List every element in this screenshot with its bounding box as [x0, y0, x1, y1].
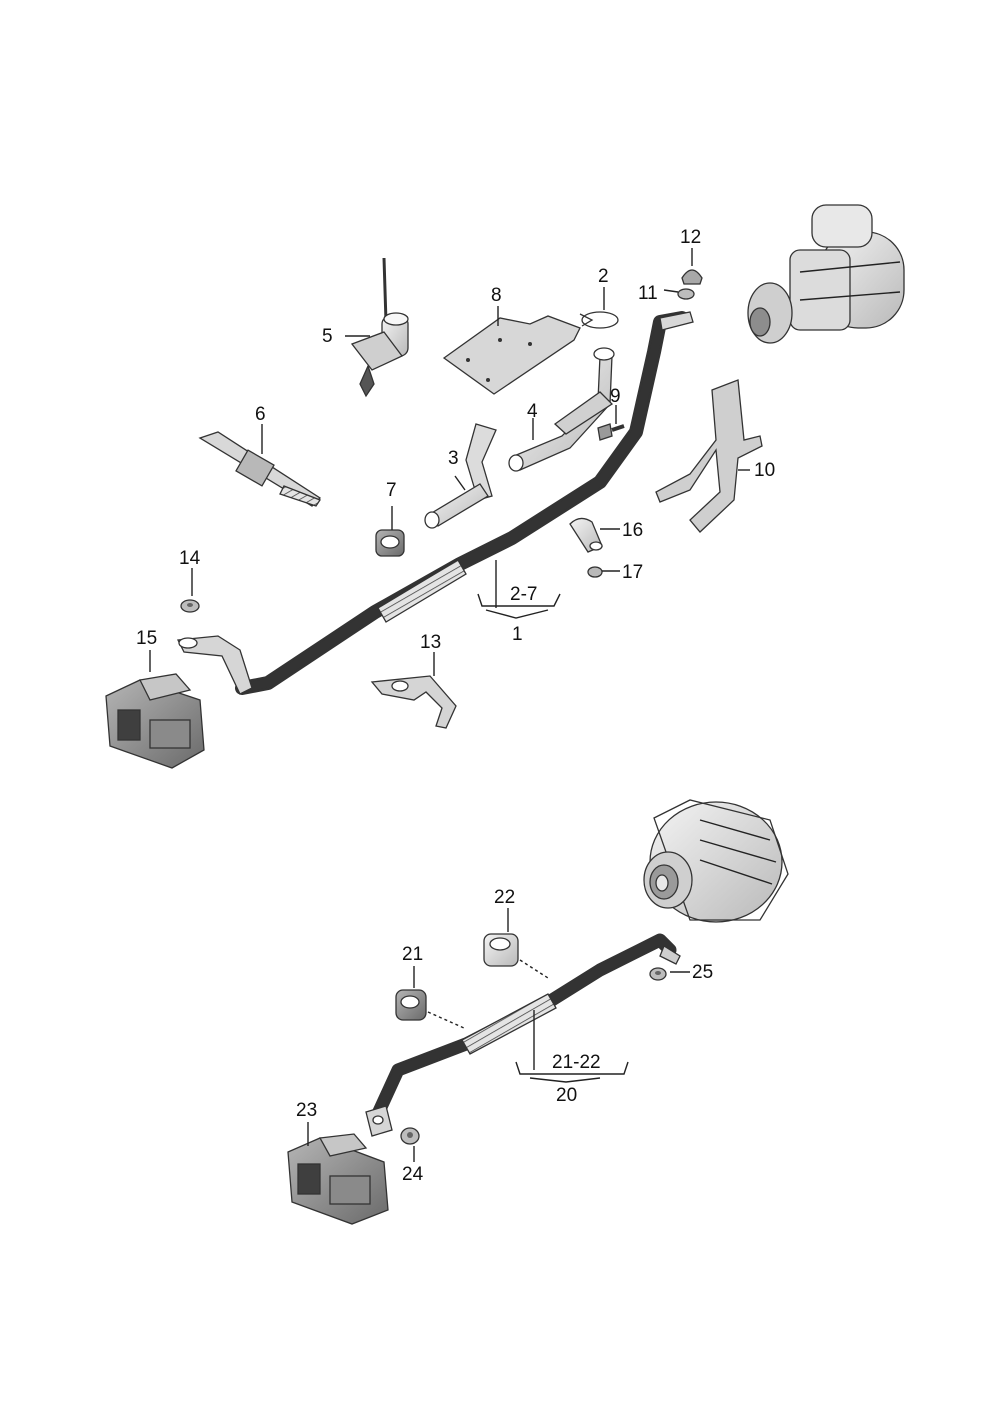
label-part-21: 21 [402, 944, 423, 965]
label-part-16: 16 [622, 520, 643, 541]
label-part-22: 22 [494, 887, 515, 908]
clip-part-22 [483, 933, 549, 979]
alternator-cable [365, 933, 681, 1137]
plate-part-8 [442, 315, 581, 395]
bracket-part-4 [508, 347, 615, 472]
label-part-10: 10 [754, 460, 775, 481]
label-part-5: 5 [322, 326, 333, 347]
holder-part-5 [350, 257, 409, 398]
label-part-15: 15 [136, 628, 157, 649]
label-part-4: 4 [527, 401, 538, 422]
alternator [643, 799, 789, 923]
clamp-part-16 [569, 517, 603, 553]
label-part-6: 6 [255, 404, 266, 425]
battery-cable-main [176, 311, 694, 695]
cable-tie-part-6 [198, 431, 322, 507]
label-range-21-22: 21-22 [552, 1052, 601, 1073]
terminal-box-part-15 [105, 673, 205, 769]
label-part-9: 9 [610, 386, 621, 407]
clip-part-7 [375, 529, 405, 557]
label-part-11: 11 [638, 283, 658, 304]
label-part-8: 8 [491, 285, 502, 306]
label-part-12: 12 [680, 227, 701, 248]
terminal-box-part-23 [287, 1133, 389, 1225]
starter-motor [747, 204, 905, 344]
bracket-part-10 [655, 379, 763, 533]
nut-part-17 [587, 566, 603, 578]
leader-lines-lower [307, 908, 690, 1162]
washer-part-11 [677, 288, 695, 300]
clip-part-2 [579, 311, 619, 329]
label-part-23: 23 [296, 1100, 317, 1121]
label-part-13: 13 [420, 632, 441, 653]
bracket-part-3 [424, 423, 497, 529]
label-part-3: 3 [448, 448, 459, 469]
label-range-2-7: 2-7 [510, 584, 537, 605]
label-part-25: 25 [692, 962, 713, 983]
label-part-7: 7 [386, 480, 397, 501]
label-part-17: 17 [622, 562, 643, 583]
leader-lines-upper [149, 248, 750, 676]
bracket-part-13 [370, 675, 457, 729]
clip-part-21 [395, 989, 465, 1029]
nut-part-24 [400, 1127, 420, 1145]
nut-part-14 [180, 599, 200, 613]
label-part-24: 24 [402, 1164, 424, 1185]
label-part-1: 1 [512, 624, 523, 645]
label-part-20: 20 [556, 1085, 577, 1106]
label-part-2: 2 [598, 266, 609, 287]
label-part-14: 14 [179, 548, 201, 569]
nut-part-25 [649, 967, 667, 981]
cap-part-12 [681, 269, 703, 285]
part-labels: 12 2 11 8 5 9 6 4 3 10 7 16 14 17 2-7 1 … [136, 227, 775, 1185]
bolt-part-9 [597, 423, 625, 441]
